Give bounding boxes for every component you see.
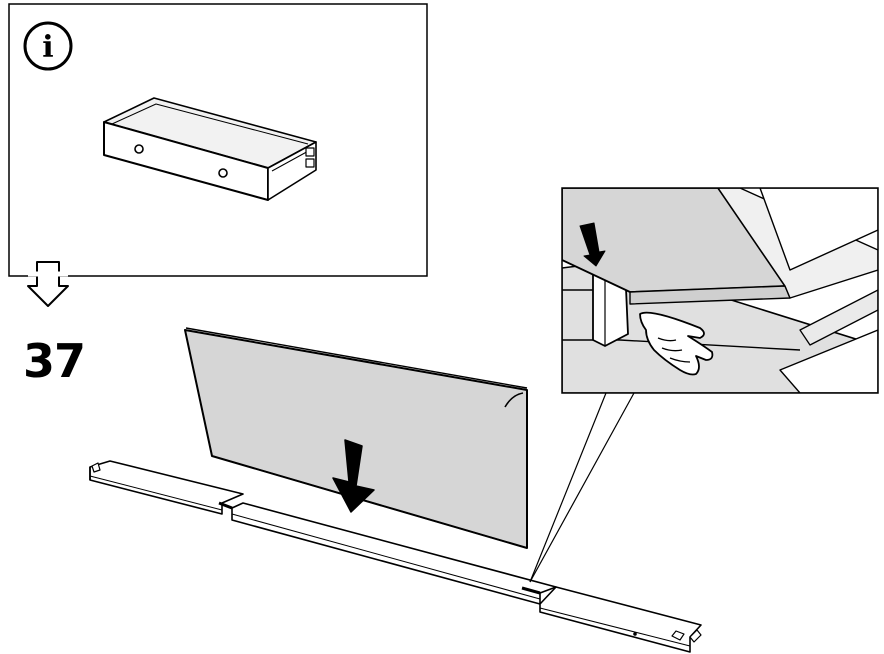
bottom-rail bbox=[89, 460, 702, 653]
back-panel bbox=[184, 327, 528, 549]
drawer-knob-left bbox=[134, 144, 144, 154]
info-box: i bbox=[8, 3, 428, 277]
detail-down-arrow-icon bbox=[579, 222, 606, 267]
drawer-illustration bbox=[103, 97, 317, 201]
info-icon-letter: i bbox=[42, 30, 53, 65]
drawer-knob-right bbox=[218, 168, 228, 178]
flow-arrow-icon bbox=[27, 261, 69, 307]
callout-lines bbox=[529, 392, 635, 583]
insert-down-arrow-icon bbox=[332, 439, 375, 513]
hand-press-icon bbox=[639, 311, 714, 376]
detail-box bbox=[561, 187, 879, 394]
step-number: 37 bbox=[23, 334, 85, 388]
info-icon: i bbox=[23, 21, 73, 71]
